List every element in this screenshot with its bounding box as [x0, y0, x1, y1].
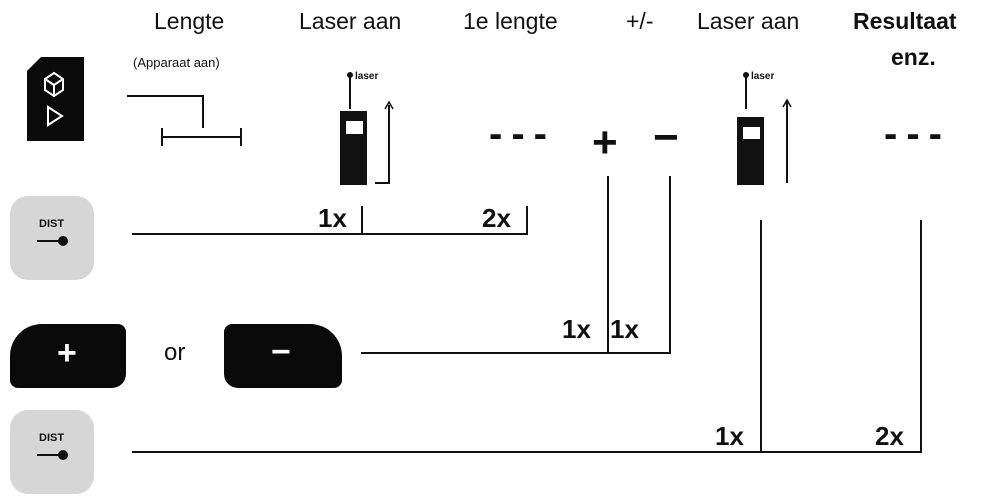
minus-button-label: − [271, 333, 291, 371]
display-minus-sign: − [653, 113, 679, 162]
dist-2-count-b: 2x [875, 421, 904, 451]
power-mode-key[interactable] [27, 57, 84, 141]
dist-2-line [132, 451, 922, 453]
minus-connector [669, 176, 671, 354]
header-lengte: Lengte [154, 8, 225, 34]
plus-button-label: + [57, 334, 77, 372]
display-dashes-2: --- [884, 112, 951, 156]
laser-label-2: laser [751, 71, 775, 82]
dist-2-count-a: 1x [715, 421, 744, 451]
or-label: or [164, 339, 186, 366]
display-plus-sign: + [592, 118, 618, 167]
minus-count: 1x [610, 314, 639, 344]
dist-1-line [132, 233, 528, 235]
header-laser-aan-1: Laser aan [299, 8, 402, 34]
plus-button[interactable]: + [10, 324, 126, 388]
laser-label-1: laser [355, 71, 379, 82]
header-plus-minus: +/- [626, 8, 654, 34]
minus-button[interactable]: − [224, 324, 342, 388]
dist-target-icon-1 [37, 236, 68, 246]
plus-count: 1x [562, 314, 591, 344]
laser-device-icon-2 [737, 72, 792, 185]
length-symbol-icon [127, 95, 242, 146]
display-dashes-1: --- [489, 112, 556, 156]
dist-1-tick-b [526, 206, 528, 235]
dist-2-tick-a [760, 220, 762, 453]
dist-target-icon-2 [37, 450, 68, 460]
dist-1-tick-a [361, 206, 363, 235]
header-result: Resultaat [853, 8, 957, 34]
header-result-etc: enz. [891, 44, 936, 70]
plus-connector [607, 176, 609, 354]
dist-button-1-label: DIST [39, 218, 65, 230]
dist-2-tick-b [920, 220, 922, 453]
dist-1-count-b: 2x [482, 203, 511, 233]
laser-device-icon-1 [340, 72, 394, 185]
header-first-length: 1e lengte [463, 8, 558, 34]
dist-1-count-a: 1x [318, 203, 347, 233]
header-lengte-sub: (Apparaat aan) [133, 55, 220, 70]
power-mode-key-icon [27, 57, 84, 141]
dist-button-2[interactable]: DIST [10, 410, 94, 494]
plusminus-line [361, 352, 671, 354]
header-laser-aan-2: Laser aan [697, 8, 800, 34]
dist-button-2-label: DIST [39, 432, 65, 444]
dist-button-1[interactable]: DIST [10, 196, 94, 280]
